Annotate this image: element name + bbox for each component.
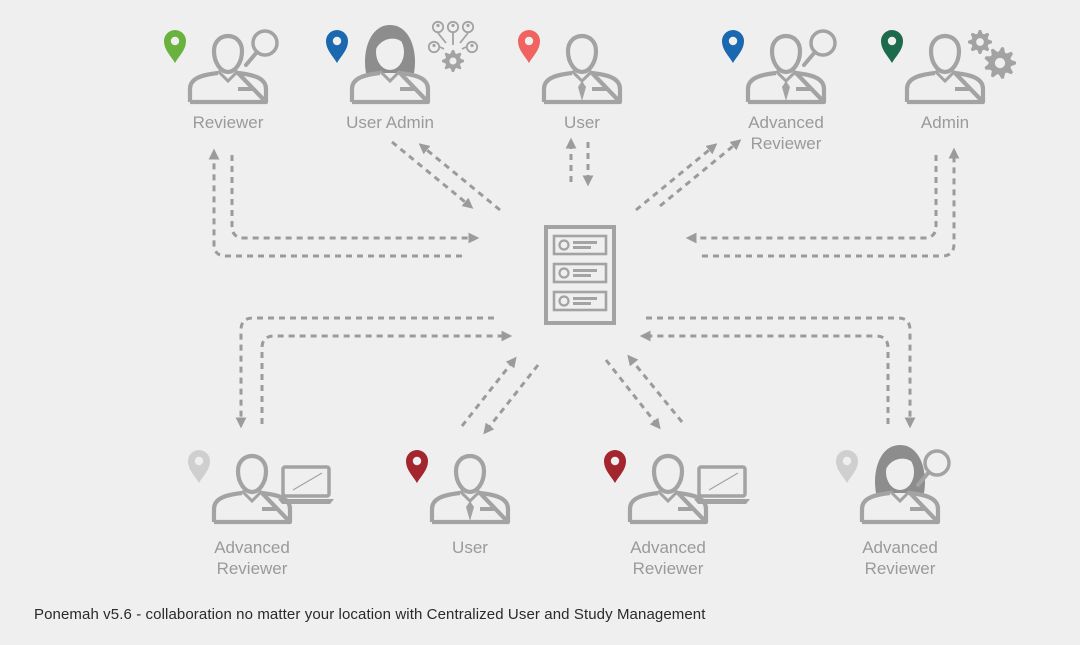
node-label: Reviewer (633, 559, 704, 578)
connection-arrow (260, 330, 513, 424)
person-icon (904, 34, 986, 105)
connection-arrow (230, 155, 480, 244)
location-pin-icon (604, 450, 626, 483)
connection-arrow (604, 359, 661, 430)
node-label: Reviewer (751, 134, 822, 153)
person-icon (429, 454, 511, 525)
node-user-admin-top: User Admin (326, 20, 479, 132)
location-pin-icon (518, 30, 540, 63)
node-user-top: User (518, 30, 623, 132)
person-icon (627, 454, 709, 525)
female-person-icon (349, 25, 431, 105)
connection-arrow (460, 356, 517, 427)
node-label: Reviewer (865, 559, 936, 578)
location-pin-icon (326, 30, 348, 63)
node-label: User (564, 113, 600, 132)
magnifier-icon (244, 29, 279, 67)
location-pin-icon (406, 450, 428, 483)
gears-icon (968, 30, 1016, 79)
node-admin-top: Admin (881, 30, 1016, 132)
connection-arrow (639, 330, 890, 424)
connection-arrow (627, 354, 684, 423)
connection-arrow (418, 143, 501, 212)
location-pin-icon (836, 450, 858, 483)
node-label: Advanced (214, 538, 290, 557)
node-label: Reviewer (193, 113, 264, 132)
person-icon (211, 454, 293, 525)
connection-arrow (483, 364, 540, 435)
node-label: User Admin (346, 113, 434, 132)
diagram-caption: Ponemah v5.6 - collaboration no matter y… (34, 606, 706, 623)
magnifier-icon (802, 29, 837, 67)
person-icon (541, 34, 623, 105)
node-label: Advanced (630, 538, 706, 557)
connection-arrow (659, 139, 742, 208)
connection-arrow (391, 140, 474, 209)
node-label: Reviewer (217, 559, 288, 578)
connection-arrow (208, 148, 462, 258)
connection-arrow (702, 147, 960, 258)
female-person-icon (859, 445, 941, 525)
location-pin-icon (722, 30, 744, 63)
person-icon (745, 34, 827, 105)
connection-arrow (646, 316, 916, 429)
magnifier-icon (916, 449, 951, 487)
location-pin-icon (164, 30, 186, 63)
node-label: Advanced (748, 113, 824, 132)
node-user-bottom: User (406, 450, 511, 557)
node-label: User (452, 538, 488, 557)
connection-arrow (235, 316, 494, 429)
connection-arrows (208, 137, 960, 435)
node-reviewer-top: Reviewer (164, 29, 279, 132)
laptop-icon (278, 465, 334, 504)
connection-arrow (685, 155, 938, 244)
server-icon (544, 225, 616, 325)
person-icon (187, 34, 269, 105)
node-label: Advanced (862, 538, 938, 557)
laptop-icon (694, 465, 750, 504)
connection-arrow (635, 143, 718, 212)
node-label: Admin (921, 113, 969, 132)
location-pin-icon (188, 450, 210, 483)
network-gear-icon (427, 20, 479, 72)
location-pin-icon (881, 30, 903, 63)
